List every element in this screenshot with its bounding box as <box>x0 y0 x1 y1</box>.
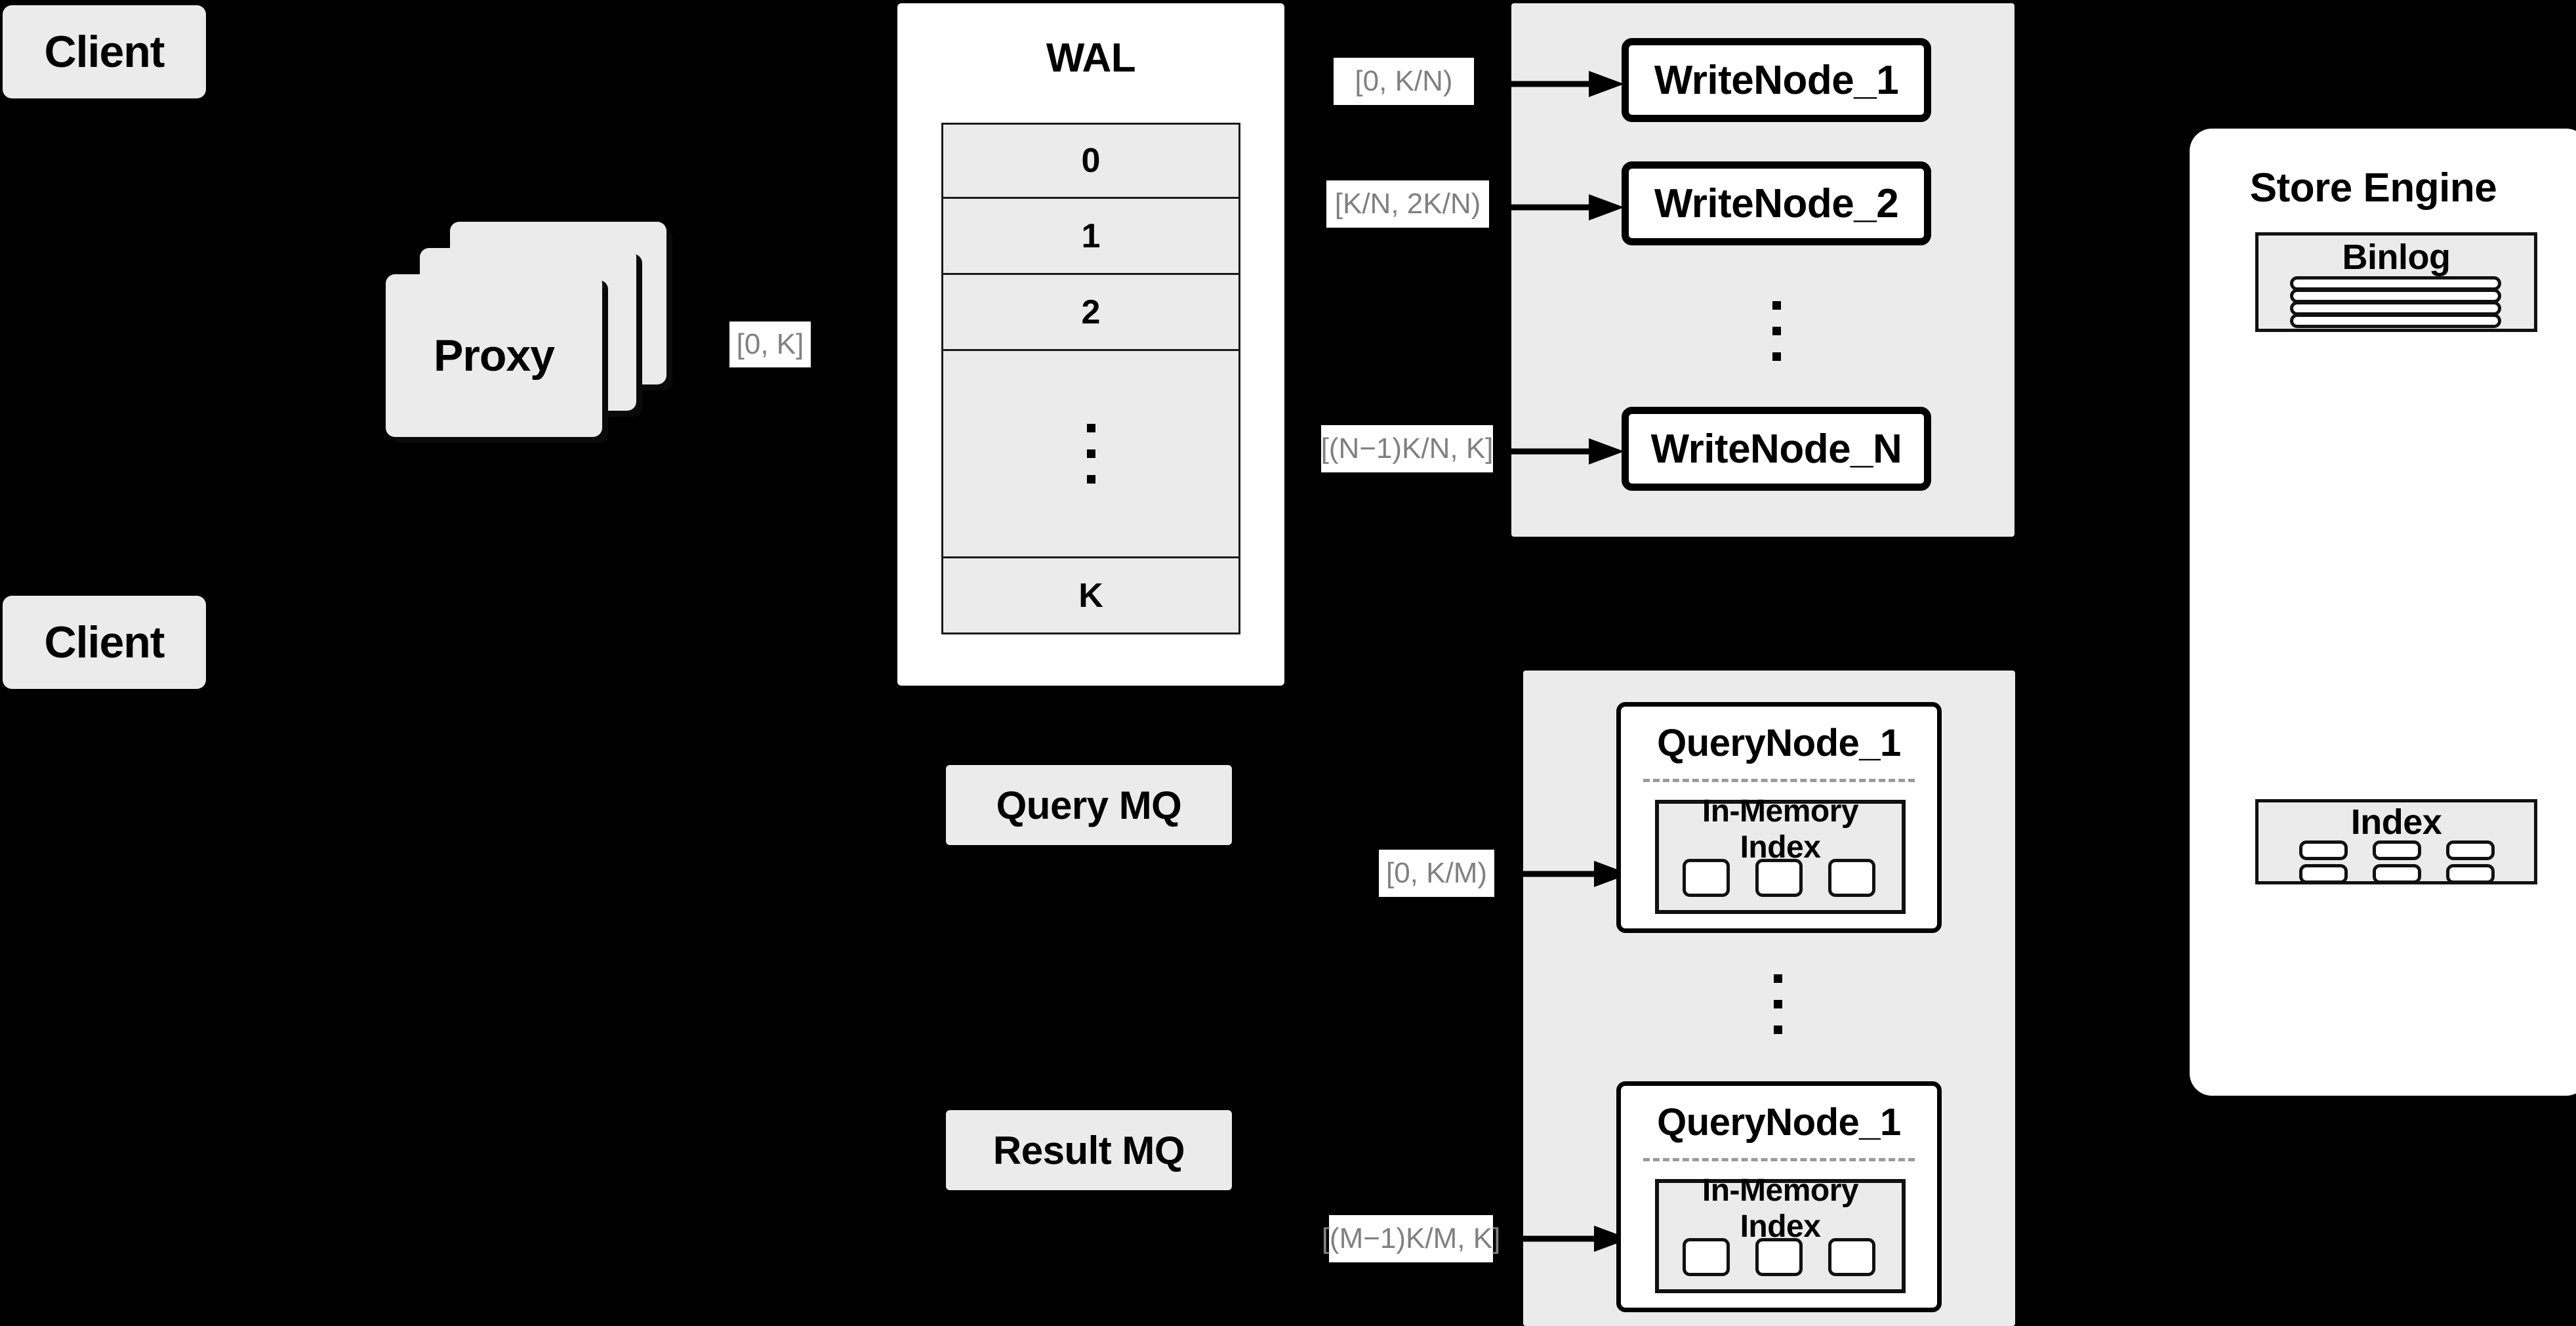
store-engine-panel: Store Engine Binlog Index <box>2190 129 2576 1096</box>
store-index-cell <box>2373 864 2421 884</box>
range-label-writenode-2: [K/N, 2K/N) <box>1326 180 1489 228</box>
write-node-label: WriteNode_N <box>1650 426 1902 472</box>
range-label-text: [0, K/N) <box>1355 65 1453 98</box>
client-box-2[interactable]: Client <box>3 596 206 689</box>
client-label: Client <box>44 27 165 77</box>
store-index-cell <box>2373 840 2421 860</box>
range-label-querynode-1: [0, K/M) <box>1379 850 1494 897</box>
wal-cell-k: K <box>941 558 1240 634</box>
store-index-box: Index <box>2255 799 2537 884</box>
in-memory-index-box: In-Memory Index <box>1655 1173 1906 1293</box>
write-node-1[interactable]: WriteNode_1 <box>1622 38 1931 122</box>
arrow-to-writenode-n <box>1496 438 1624 465</box>
wal-cell-label: 0 <box>1081 142 1101 180</box>
store-index-cell <box>2299 840 2348 860</box>
store-index-cell <box>2446 840 2495 860</box>
write-node-label: WriteNode_1 <box>1654 57 1899 103</box>
wal-title: WAL <box>1046 35 1136 81</box>
write-node-n[interactable]: WriteNode_N <box>1622 407 1931 491</box>
store-engine-title: Store Engine <box>2249 165 2497 211</box>
index-chip <box>1683 859 1730 897</box>
wal-cell-1: 1 <box>941 199 1240 275</box>
in-memory-index-title: In-Memory Index <box>1702 794 1859 865</box>
arrow-to-querynode-1 <box>1501 861 1629 887</box>
store-index-cell <box>2446 864 2495 884</box>
proxy-card-front[interactable]: Proxy <box>386 274 602 437</box>
in-memory-index-title: In-Memory Index <box>1702 1173 1859 1244</box>
client-box-1[interactable]: Client <box>3 5 206 98</box>
write-cluster-ellipsis-icon <box>1763 274 1789 387</box>
index-chip <box>1755 1238 1803 1276</box>
range-label-writenode-n: [(N−1)K/N, K] <box>1321 425 1493 472</box>
binlog-title: Binlog <box>2342 238 2451 277</box>
wal-cell-label: K <box>1078 576 1103 615</box>
range-label-text: [K/N, 2K/N) <box>1334 188 1481 220</box>
wal-panel: WAL 0 1 2 K <box>897 3 1284 686</box>
query-node-divider <box>1643 779 1915 782</box>
vertical-ellipsis-icon <box>943 351 1238 556</box>
write-node-2[interactable]: WriteNode_2 <box>1622 161 1931 245</box>
range-label-text: [0, K/M) <box>1385 857 1488 890</box>
arrow-to-writenode-2 <box>1496 194 1624 220</box>
range-label-querynode-m: [(M−1)K/M, K] <box>1322 1215 1500 1262</box>
query-node-title: QueryNode_1 <box>1657 721 1901 764</box>
store-index-cell <box>2299 864 2348 884</box>
store-index-title: Index <box>2350 802 2442 842</box>
query-cluster-ellipsis-icon <box>1765 945 1791 1063</box>
range-label-proxy: [0, K] <box>729 321 811 367</box>
range-label-text: [(N−1)K/N, K] <box>1320 432 1494 465</box>
range-label-writenode-1: [0, K/N) <box>1334 58 1474 105</box>
write-node-label: WriteNode_2 <box>1654 180 1899 226</box>
binlog-row <box>2290 314 2501 328</box>
query-node-1[interactable]: QueryNode_1 In-Memory Index <box>1616 702 1942 933</box>
arrow-to-querynode-m <box>1501 1226 1629 1252</box>
result-mq-label: Result MQ <box>992 1128 1185 1172</box>
query-node-m[interactable]: QueryNode_1 In-Memory Index <box>1616 1081 1942 1312</box>
arrow-to-writenode-1 <box>1496 71 1624 97</box>
wal-cell-label: 1 <box>1081 217 1101 255</box>
query-mq-label: Query MQ <box>996 783 1182 827</box>
wal-cell-2: 2 <box>941 275 1240 351</box>
index-chip <box>1828 859 1875 897</box>
binlog-box: Binlog <box>2255 232 2537 332</box>
query-node-title: QueryNode_1 <box>1657 1100 1901 1144</box>
query-node-divider <box>1643 1158 1915 1161</box>
index-chip <box>1755 859 1803 897</box>
index-chip <box>1683 1238 1730 1276</box>
in-memory-index-box: In-Memory Index <box>1655 794 1906 914</box>
query-mq-box[interactable]: Query MQ <box>946 765 1232 845</box>
range-label-text: [(M−1)K/M, K] <box>1321 1222 1501 1255</box>
wal-cell-0: 0 <box>941 123 1240 199</box>
client-label: Client <box>44 617 165 667</box>
proxy-label: Proxy <box>434 331 555 381</box>
wal-cell-label: 2 <box>1081 293 1101 331</box>
range-label-text: [0, K] <box>736 328 804 361</box>
wal-cell-ellipsis <box>941 351 1240 558</box>
index-chip <box>1828 1238 1875 1276</box>
result-mq-box[interactable]: Result MQ <box>946 1110 1232 1190</box>
